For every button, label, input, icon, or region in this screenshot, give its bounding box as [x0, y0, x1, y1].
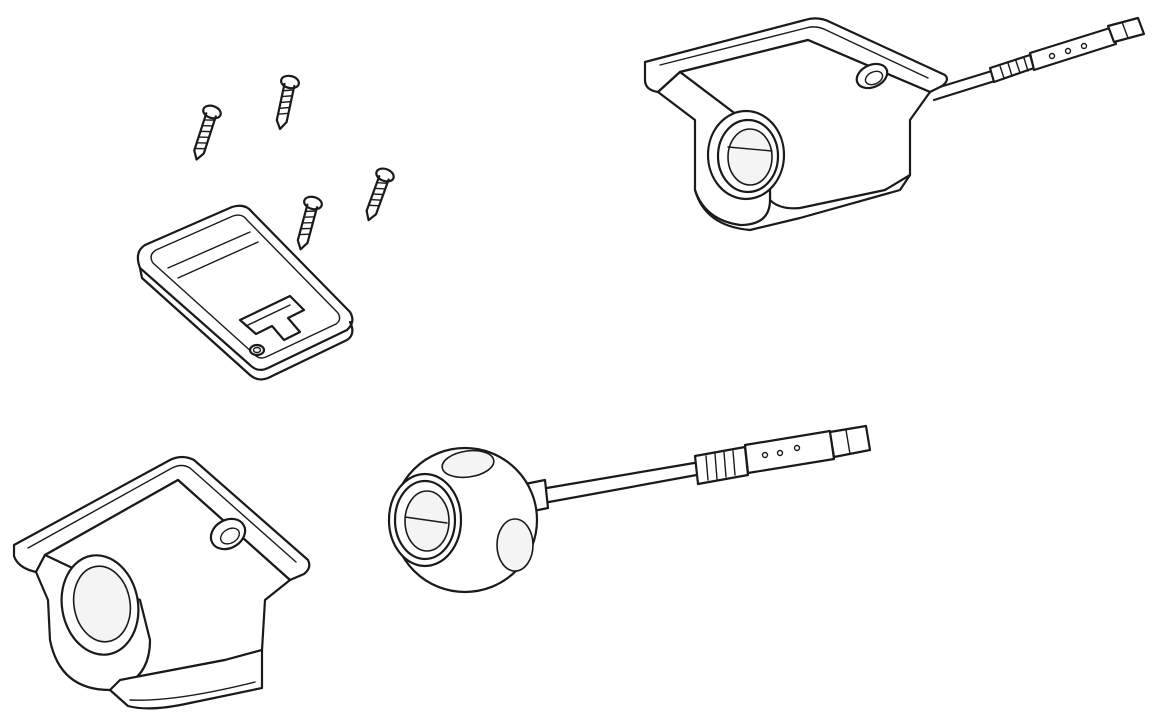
screw-1 [193, 104, 222, 161]
screw-4 [365, 167, 395, 222]
ball-camera-module-with-cable [387, 424, 872, 594]
camera-housing-empty [12, 455, 311, 710]
camera-housing-with-cable [643, 16, 1146, 232]
screw-2 [275, 74, 300, 131]
screw-3 [296, 195, 323, 251]
mounting-bracket-plate [136, 204, 354, 381]
